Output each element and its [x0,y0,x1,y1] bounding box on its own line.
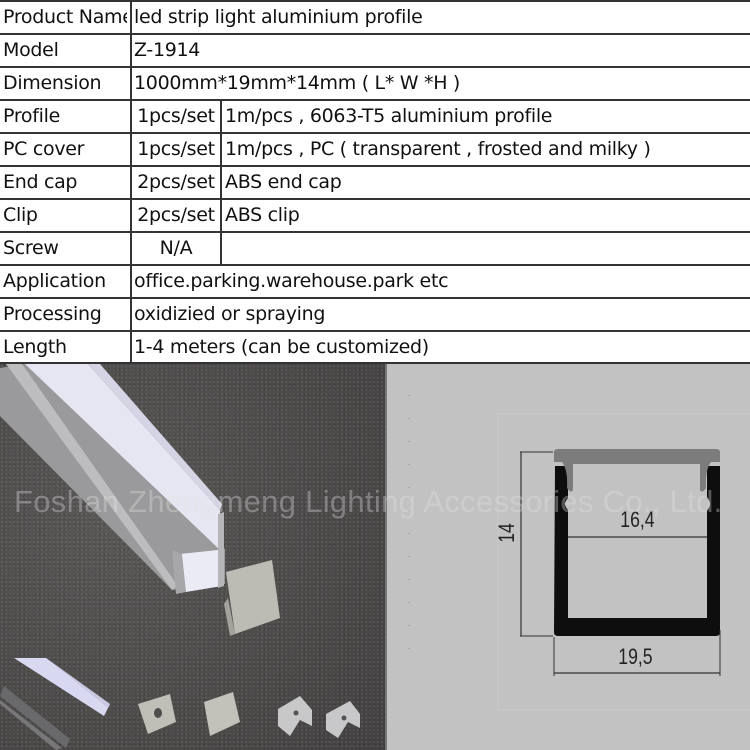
transparent-cover-shape [0,686,70,748]
row-value: Z-1914 [130,35,744,66]
row-qty: 2pcs/set [130,167,220,198]
outer-width-label: 19,5 [618,644,653,669]
row-label: Clip [3,204,38,226]
height-dimension-label: 14 [494,523,520,543]
spec-row-clip: Clip 2pcs/set ABS clip [0,198,750,231]
milky-cover-shape [14,658,110,716]
cross-section-svg [408,395,750,711]
spec-row-pc-cover: PC cover 1pcs/set 1m/pcs , PC ( transpar… [0,132,750,165]
row-label: Dimension [3,72,102,94]
spec-row-dimension: Dimension 1000mm*19mm*14mm ( L* W *H ) [0,66,750,99]
row-value: office.parking.warehouse.park etc [130,266,744,297]
end-cap-large-shape [226,560,280,634]
row-label: Application [3,270,106,292]
row-value: oxidizied or spraying [130,299,744,330]
spec-row-screw: Screw N/A [0,231,750,264]
spec-row-processing: Processing oxidizied or spraying [0,297,750,330]
row-qty: 1pcs/set [130,134,220,165]
row-qty: 2pcs/set [130,200,220,231]
row-label: End cap [3,171,78,193]
row-value: led strip light aluminium profile [130,2,744,33]
row-label: Product Name [3,6,127,28]
row-label: Processing [3,303,102,325]
row-desc [220,233,750,264]
spec-row-length: Length 1-4 meters (can be customized) [0,330,750,363]
end-cap-solid-shape [204,692,240,736]
row-desc: ABS end cap [220,167,750,198]
row-desc: 1m/pcs , 6063-T5 aluminium profile [220,101,750,132]
row-value: 1000mm*19mm*14mm ( L* W *H ) [130,68,744,99]
row-label: Profile [3,105,60,127]
spec-row-application: Application office.parking.warehouse.par… [0,264,750,297]
row-label: Length [3,336,67,358]
spec-row-product-name: Product Name led strip light aluminium p… [0,0,750,33]
inner-width-label: 16,4 [620,507,655,532]
spec-row-end-cap: End cap 2pcs/set ABS end cap [0,165,750,198]
row-label: PC cover [3,138,85,160]
row-qty: 1pcs/set [130,101,220,132]
row-label: Model [3,39,59,61]
table-bottom-border [0,362,750,364]
product-photo [0,364,385,750]
profile-cross-section-drawing: 14 16,4 19,5 [385,364,750,750]
row-qty: N/A [130,233,220,264]
row-value: 1-4 meters (can be customized) [130,332,744,363]
spec-table: Product Name led strip light aluminium p… [0,0,750,364]
spec-row-model: Model Z-1914 [0,33,750,66]
product-parts-illustration [0,364,360,750]
pc-cover-shape [554,449,720,492]
row-desc: ABS clip [220,200,750,231]
spec-row-profile: Profile 1pcs/set 1m/pcs , 6063-T5 alumin… [0,99,750,132]
clip-shape [278,696,360,738]
row-label: Screw [3,237,59,259]
row-desc: 1m/pcs , PC ( transparent , frosted and … [220,134,750,165]
profile-body-shape [554,466,720,636]
